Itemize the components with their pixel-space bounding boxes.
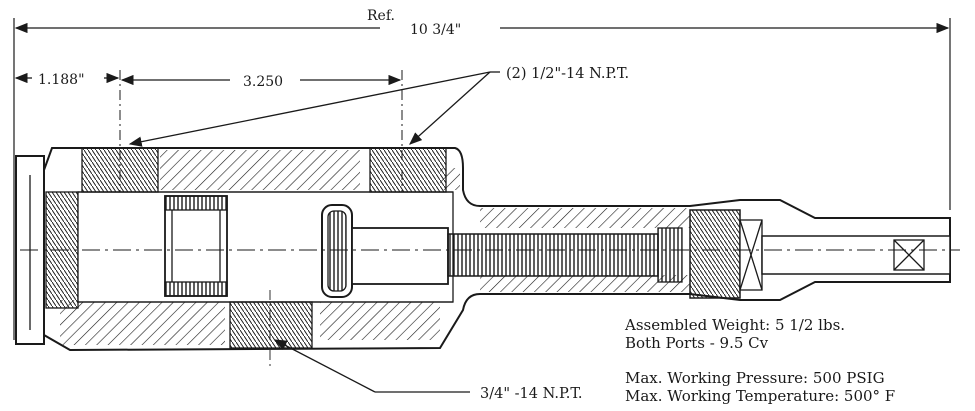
spec-pressure: Max. Working Pressure: 500 PSIG bbox=[625, 369, 885, 387]
overall-dimension bbox=[13, 18, 951, 340]
centerlines bbox=[20, 249, 960, 370]
left-offset-label: 1.188" bbox=[38, 72, 85, 88]
ref-label: Ref. bbox=[367, 8, 395, 24]
bottom-port-callout: 3/4" -14 N.P.T. bbox=[480, 386, 583, 402]
port-spacing-label: 3.250 bbox=[243, 74, 283, 90]
spec-temperature: Max. Working Temperature: 500° F bbox=[625, 387, 895, 405]
spec-block: Assembled Weight: 5 1/2 lbs. Both Ports … bbox=[624, 316, 895, 405]
overall-length-label: 10 3/4" bbox=[410, 22, 461, 38]
valve-body bbox=[15, 147, 951, 352]
top-ports-callout: (2) 1/2"-14 N.P.T. bbox=[506, 66, 629, 82]
spec-weight: Assembled Weight: 5 1/2 lbs. bbox=[624, 316, 845, 334]
spec-cv: Both Ports - 9.5 Cv bbox=[625, 334, 769, 352]
